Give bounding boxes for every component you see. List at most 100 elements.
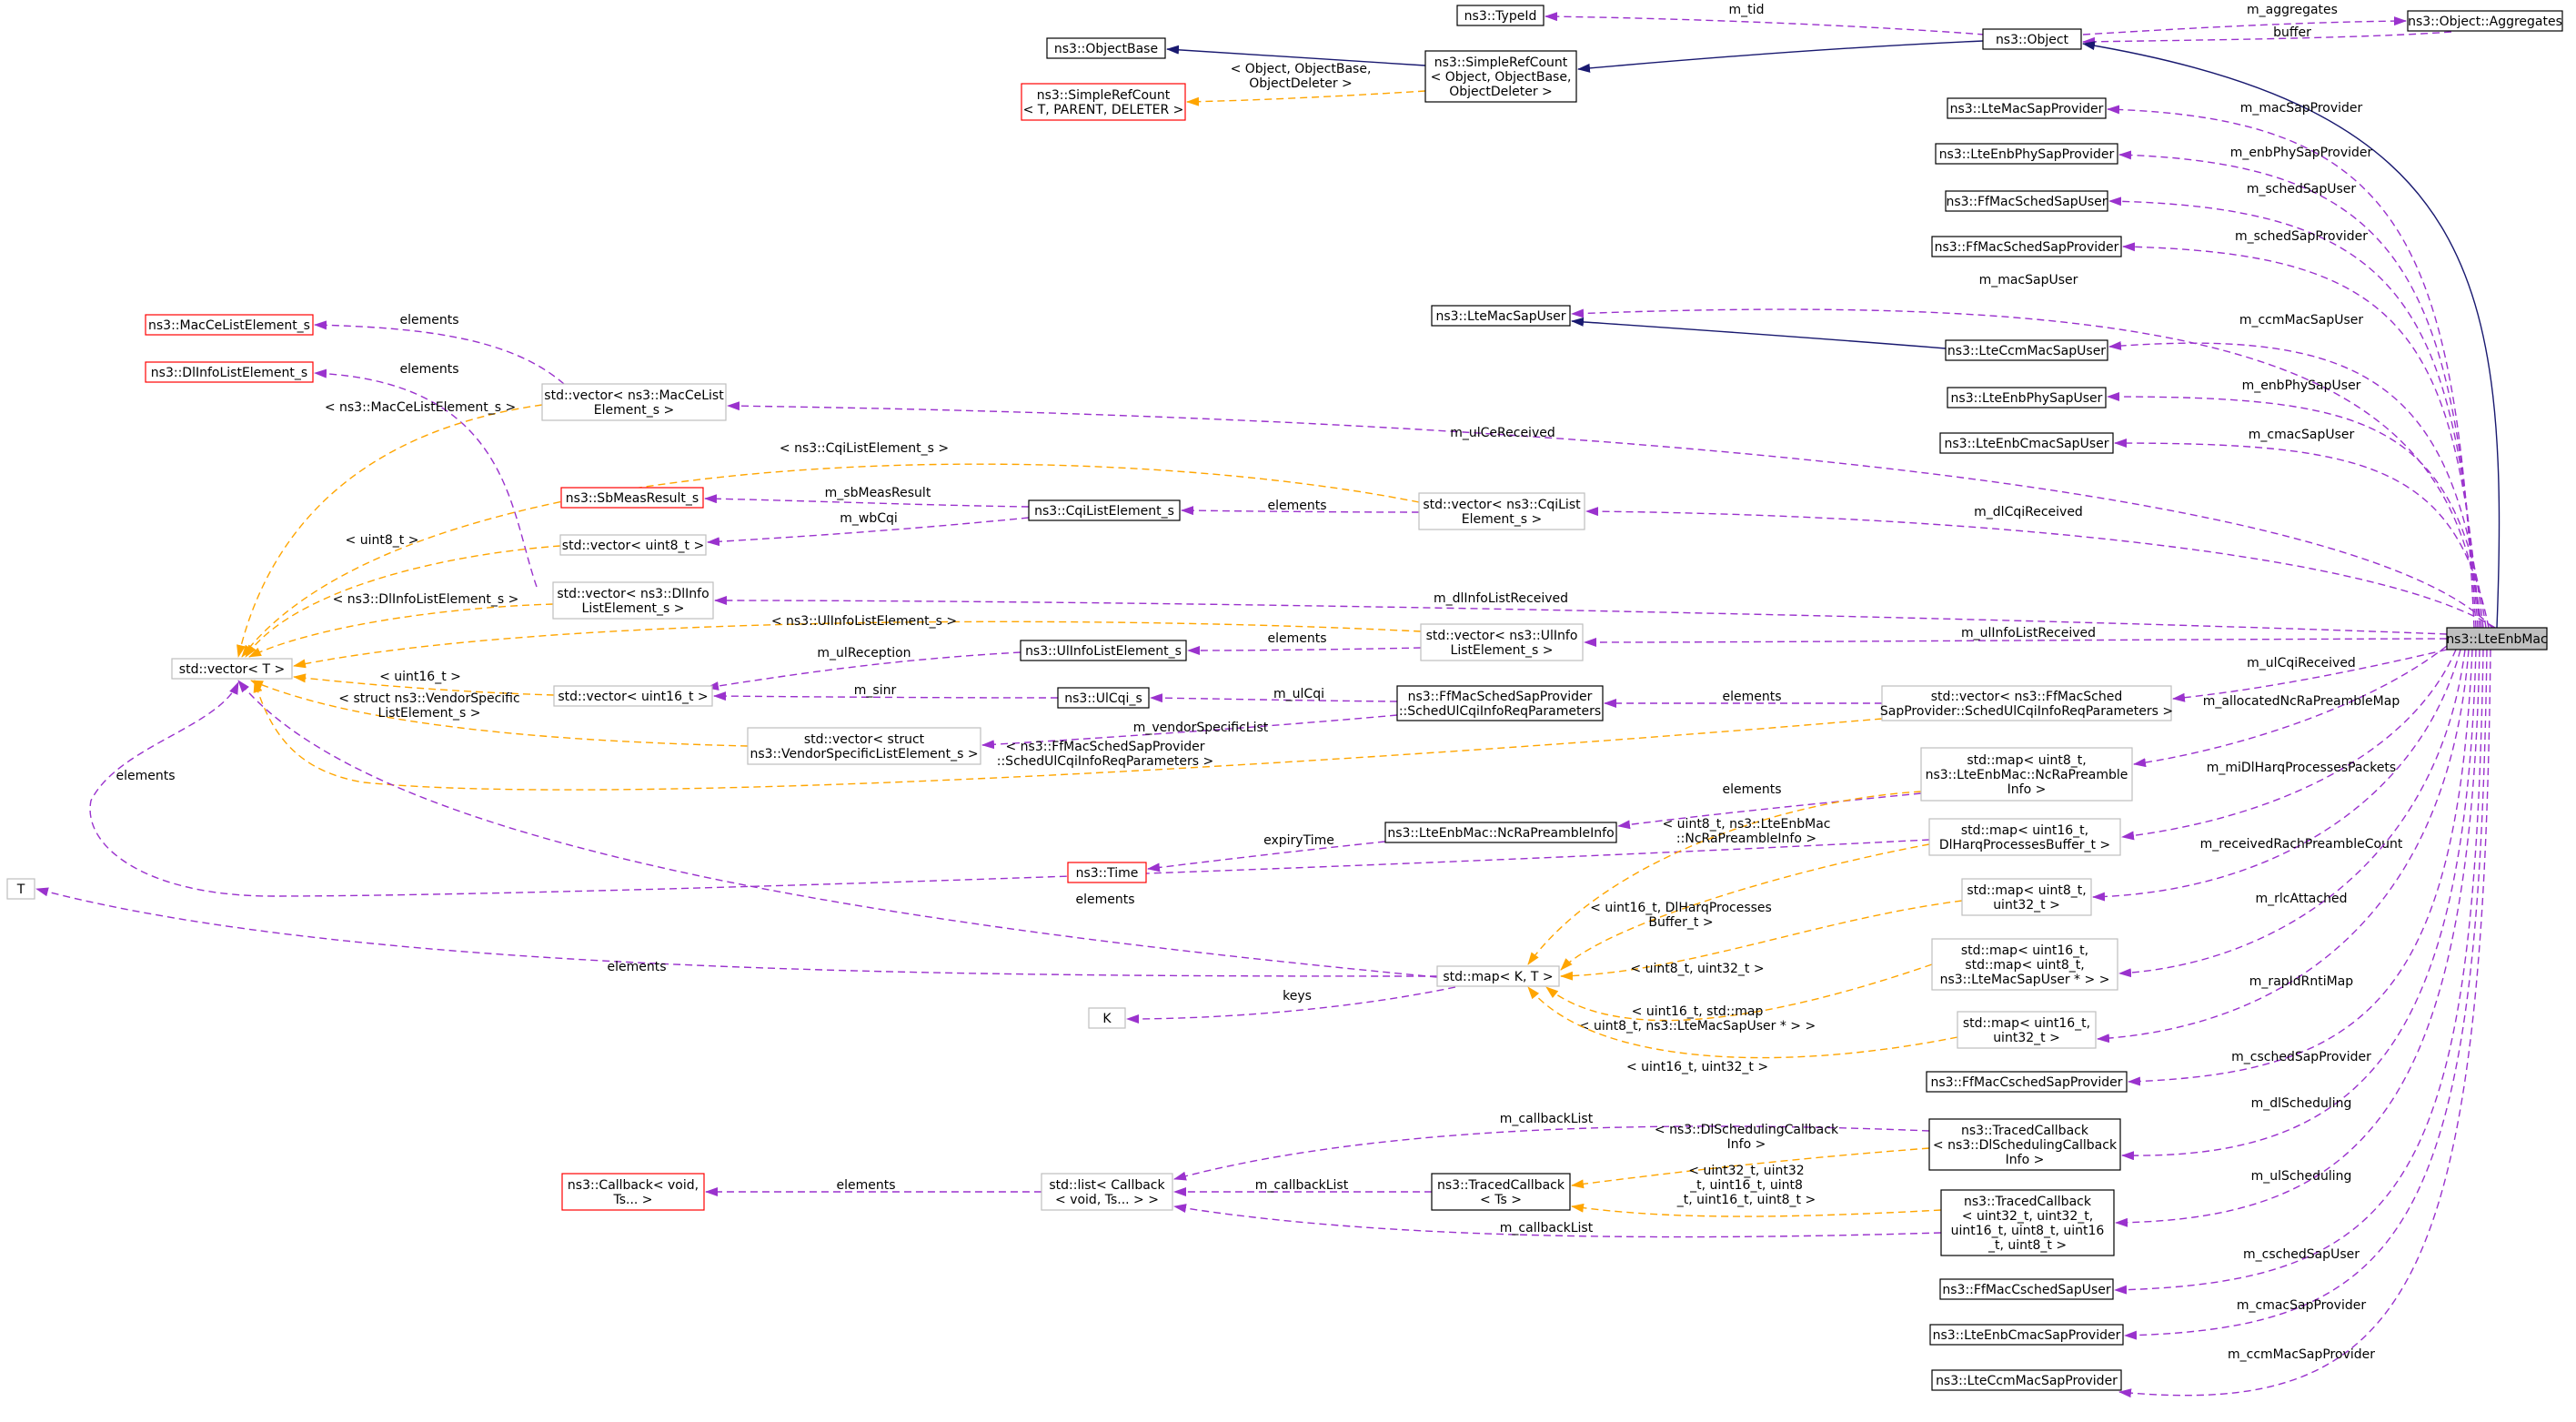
node-box: [1424, 50, 1577, 103]
edge-m-callbacklist-dl: m_callbackList: [1173, 1112, 1930, 1181]
node-label-line: _t, uint8_t >: [1987, 1238, 2067, 1253]
node-lte-enb-phy-sap-user[interactable]: ns3::LteEnbPhySapUser: [1947, 387, 2107, 408]
node-box: [1431, 305, 1571, 327]
edge-label-line: m_ulCqi: [1273, 687, 1324, 701]
edge-m-cschedsapuser: m_cschedSapUser: [2114, 649, 2484, 1295]
node-ul-info-list-element[interactable]: ns3::UlInfoListElement_s: [1020, 640, 1187, 661]
edge-vecmacce-template-line: [236, 404, 543, 658]
node-vec-uint8[interactable]: std::vector< uint8_t >: [559, 534, 707, 556]
node-object-base[interactable]: ns3::ObjectBase: [1046, 37, 1166, 59]
node-label-line: std::map< uint16_t,: [1961, 943, 2088, 958]
node-label: ns3::FfMacSchedSapProvider: [1935, 240, 2119, 255]
node-ff-mac-csched-sap-provider[interactable]: ns3::FfMacCschedSapProvider: [1926, 1071, 2128, 1093]
node-label: ns3::SbMeasResult_s: [566, 491, 699, 506]
node-box: [1046, 37, 1166, 59]
edge-label-line: < struct ns3::VendorSpecific: [338, 691, 519, 706]
node-sb-meas-result[interactable]: ns3::SbMeasResult_s: [560, 487, 704, 509]
node-map-dl-harq[interactable]: std::map< uint16_t,DlHarqProcessesBuffer…: [1928, 818, 2121, 856]
node-box: [1057, 687, 1150, 709]
edge-vecvendor-template-line: [250, 680, 749, 747]
node-box: [561, 1173, 705, 1211]
node-label-line: ns3::LteEnbCmacSapProvider: [1933, 1328, 2121, 1343]
edge-label-line: expiryTime: [1263, 833, 1334, 848]
node-list-callback[interactable]: std::list< Callback< void, Ts... > >: [1041, 1173, 1173, 1211]
edge-m-dlscheduling-line: [2121, 649, 2477, 1161]
node-simple-ref-count-obj[interactable]: ns3::SimpleRefCount< Object, ObjectBase,…: [1424, 50, 1577, 103]
node-lte-ccm-mac-sap-provider[interactable]: ns3::LteCcmMacSapProvider: [1931, 1369, 2122, 1391]
node-lte-mac-sap-provider[interactable]: ns3::LteMacSapProvider: [1947, 97, 2107, 119]
node-aggregates[interactable]: ns3::Object::Aggregates: [2407, 10, 2563, 32]
node-lte-ccm-mac-sap-user[interactable]: ns3::LteCcmMacSapUser: [1945, 339, 2108, 361]
edge-veccqi-template: < ns3::CqiListElement_s >: [241, 441, 1420, 658]
edge-m-cmacsapuser: m_cmacSapUser: [2114, 428, 2490, 629]
node-time[interactable]: ns3::Time: [1067, 862, 1147, 883]
edge-m-schedsapprovider-label: m_schedSapProvider: [2235, 229, 2368, 244]
node-knode[interactable]: K: [1088, 1007, 1126, 1029]
edge-m-receivedrachpreamblecount-line: [2092, 649, 2461, 902]
node-lte-enb-mac[interactable]: ns3::LteEnbMac: [2446, 627, 2548, 650]
edge-m-enbphysapprovider: m_enbPhySapProvider: [2118, 146, 2477, 629]
edge-label-line: < uint8_t, ns3::LteEnbMac: [1663, 817, 1831, 832]
node-traced-cb-ts[interactable]: ns3::TracedCallback< Ts >: [1431, 1173, 1571, 1211]
node-map-u16-map[interactable]: std::map< uint16_t,std::map< uint8_t,ns3…: [1931, 938, 2118, 991]
node-box: [552, 581, 714, 620]
edge-m-ulscheduling: m_ulScheduling: [2115, 649, 2480, 1227]
node-sched-ul-cqi-info[interactable]: ns3::FfMacSchedSapProvider::SchedUlCqiIn…: [1396, 685, 1604, 721]
node-box: [171, 658, 293, 680]
node-traced-cb-dl[interactable]: ns3::TracedCallback< ns3::DlSchedulingCa…: [1928, 1118, 2121, 1171]
node-lte-mac-sap-user[interactable]: ns3::LteMacSapUser: [1431, 305, 1571, 327]
node-box: [559, 534, 707, 556]
edge-m-cmacsapuser-line: [2114, 439, 2490, 629]
edge-m-rlcattached: m_rlcAttached: [2118, 649, 2466, 978]
edge-label-line: ObjectDeleter >: [1249, 76, 1353, 91]
edge-label-line: < uint16_t, uint32_t >: [1626, 1060, 1768, 1074]
node-ff-mac-csched-sap-user[interactable]: ns3::FfMacCschedSapUser: [1939, 1278, 2114, 1300]
edge-label-line: elements: [1267, 499, 1326, 513]
node-mac-ce-list-element[interactable]: ns3::MacCeListElement_s: [145, 314, 314, 336]
node-simple-ref-count-t[interactable]: ns3::SimpleRefCount< T, PARENT, DELETER …: [1021, 83, 1186, 121]
node-vec-uint16[interactable]: std::vector< uint16_t >: [553, 685, 713, 707]
node-map-u16-u32[interactable]: std::map< uint16_t,uint32_t >: [1957, 1011, 2097, 1049]
edge-label-line: keys: [1283, 989, 1312, 1003]
node-vec-t[interactable]: std::vector< T >: [171, 658, 293, 680]
node-lte-enb-cmac-sap-provider[interactable]: ns3::LteEnbCmacSapProvider: [1929, 1324, 2124, 1346]
node-tnode[interactable]: T: [6, 878, 35, 900]
node-label: ns3::TracedCallback< uint32_t, uint32_t,…: [1951, 1195, 2105, 1253]
nodes-layer: ns3::LteEnbMac ns3::Object ns3::Object::Ag…: [6, 5, 2563, 1391]
node-object[interactable]: ns3::Object: [1982, 28, 2082, 50]
node-label: ns3::LteEnbCmacSapUser: [1945, 437, 2109, 451]
node-traced-cb-ul[interactable]: ns3::TracedCallback< uint32_t, uint32_t,…: [1940, 1189, 2115, 1256]
node-dl-info-list-element[interactable]: ns3::DlInfoListElement_s: [145, 361, 314, 383]
node-cqi-list-element[interactable]: ns3::CqiListElement_s: [1028, 499, 1181, 521]
edge-m-ulinfolistreceived: m_ulInfoListReceived: [1584, 626, 2448, 647]
node-label-line: ns3::FfMacSchedSapUser: [1946, 195, 2107, 209]
node-lte-enb-cmac-sap-user[interactable]: ns3::LteEnbCmacSapUser: [1939, 432, 2114, 454]
edge-ccm-inherit-line: [1571, 317, 1947, 349]
edge-veculinfo-template-line: [293, 620, 1422, 669]
node-ff-mac-sched-sap-user[interactable]: ns3::FfMacSchedSapUser: [1945, 190, 2108, 212]
node-map-nc-ra[interactable]: std::map< uint8_t,ns3::LteEnbMac::NcRaPr…: [1920, 747, 2133, 802]
node-lte-enb-phy-sap-provider[interactable]: ns3::LteEnbPhySapProvider: [1935, 143, 2118, 165]
node-ul-cqi[interactable]: ns3::UlCqi_s: [1057, 687, 1150, 709]
edge-m-dlinfolistreceived-label: m_dlInfoListReceived: [1434, 591, 1568, 606]
node-type-id[interactable]: ns3::TypeId: [1456, 5, 1545, 26]
edge-veccqi-template-line: [241, 463, 1420, 658]
node-nc-ra-preamble-info[interactable]: ns3::LteEnbMac::NcRaPreambleInfo: [1384, 822, 1617, 843]
node-callback[interactable]: ns3::Callback< void,Ts... >: [561, 1173, 705, 1211]
edge-buffer-label: buffer: [2273, 25, 2311, 40]
node-box: [1926, 1071, 2128, 1093]
node-ff-mac-sched-sap-provider[interactable]: ns3::FfMacSchedSapProvider: [1931, 236, 2122, 257]
node-map-kt[interactable]: std::map< K, T >: [1436, 965, 1560, 987]
node-label: std::vector< uint8_t >: [562, 539, 704, 553]
edge-vecschedulcqi-elements-label: elements: [1722, 690, 1781, 704]
edge-m-tid: m_tid: [1545, 3, 1986, 35]
node-map-u8-u32[interactable]: std::map< uint8_t,uint32_t >: [1961, 878, 2092, 916]
edge-m-sinr: m_sinr: [713, 683, 1059, 701]
